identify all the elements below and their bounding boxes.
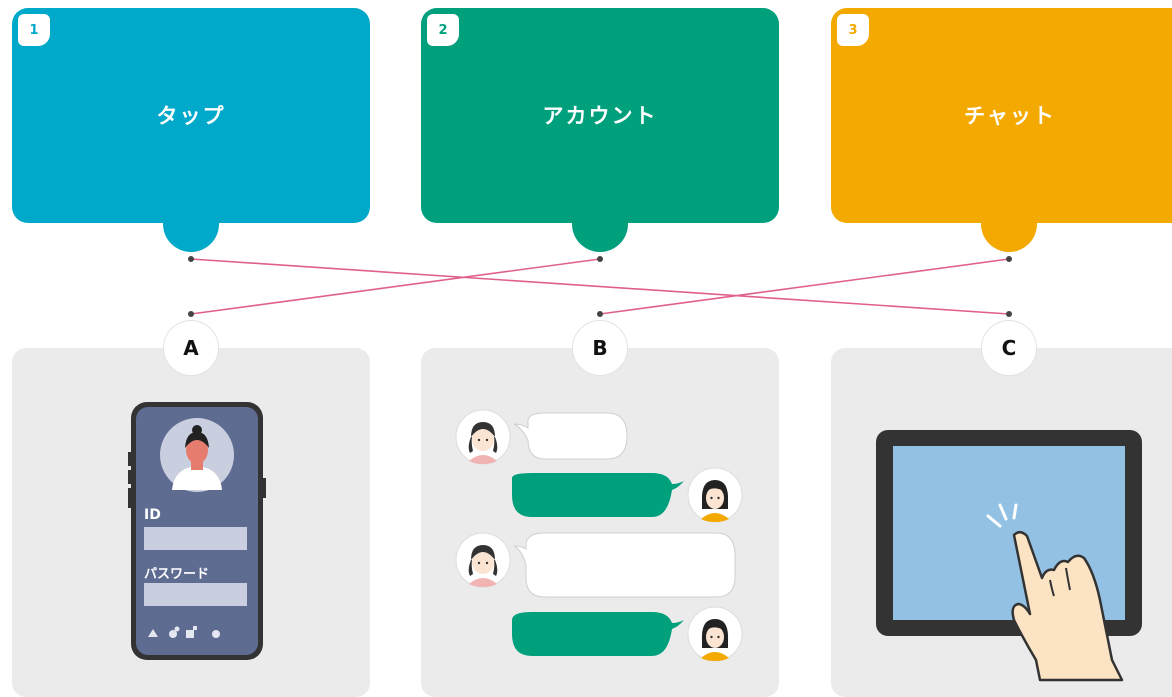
connection-dot [1006,311,1012,317]
connection-line-1-C [190,258,1010,315]
connection-line-2-A [190,258,601,315]
card-3: 3 チャット [831,8,1172,223]
card-title-1: タップ [156,104,226,128]
card-1: 1 タップ [12,8,370,223]
card-number-1: 1 [12,8,52,48]
card-number-3: 3 [831,8,871,48]
password-input [144,583,247,606]
connection-line-3-B [599,258,1010,315]
badge-a: A [163,320,219,376]
connection-dot [597,311,603,317]
card-2: 2 アカウント [421,8,779,223]
id-label: ID [144,507,161,523]
badge-b: B [572,320,628,376]
card-number-2: 2 [421,8,461,48]
badge-c: C [981,320,1037,376]
card-title-2: アカウント [542,104,658,128]
card-title-3: チャット [964,104,1056,128]
connection-dot [188,311,194,317]
card-1-connector-knob [163,194,219,252]
connection-dot [1006,256,1012,262]
card-2-connector-knob [572,194,628,252]
id-input [144,527,247,550]
card-3-connector-knob [981,194,1037,252]
connection-dot [188,256,194,262]
password-label: パスワード [144,567,210,582]
connection-dot [597,256,603,262]
